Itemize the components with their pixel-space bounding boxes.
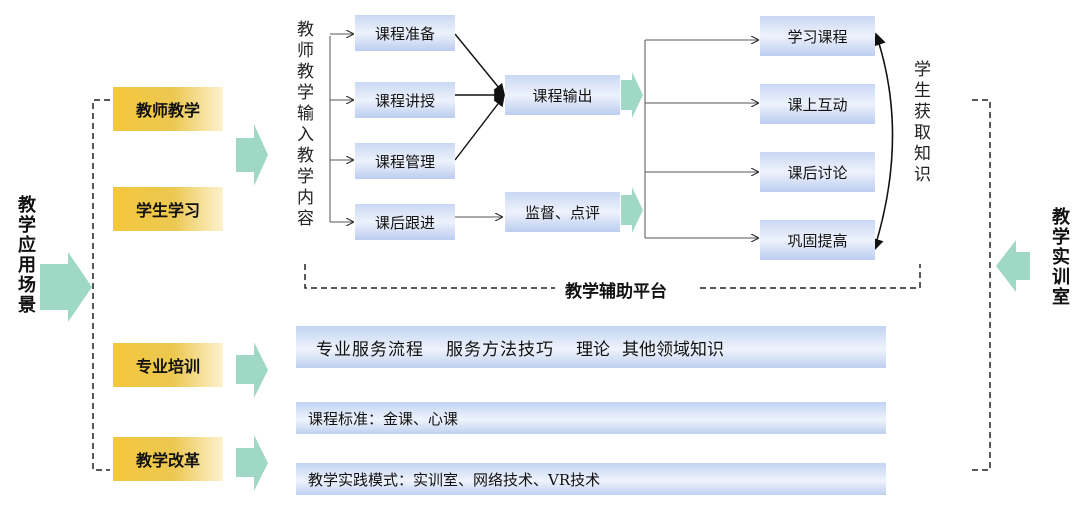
reform-arrow <box>236 435 268 491</box>
left-title: 教学应用场景 <box>15 195 36 315</box>
bar1-item-service-process: 专业服务流程 <box>316 339 424 360</box>
course-step-prepare: 课程准备 <box>355 15 455 51</box>
outcome-study-course: 学习课程 <box>760 16 875 56</box>
right-title: 教学实训室 <box>1049 207 1070 307</box>
bar-teaching-practice: 教学实践模式：实训室、网络技术、VR技术 <box>296 463 886 495</box>
student-label: 学生获取知识 <box>910 60 930 186</box>
scenario-student-learning: 学生学习 <box>113 187 223 231</box>
bar1-item-service-methods: 服务方法技巧 <box>446 339 554 360</box>
supervise-review-box: 监督、点评 <box>505 192 620 232</box>
left-entry-arrow <box>40 252 92 322</box>
course-step-followup: 课后跟进 <box>355 204 455 240</box>
course-step-manage: 课程管理 <box>355 143 455 179</box>
right-entry-arrow <box>996 240 1030 292</box>
review-arrow <box>621 187 643 233</box>
course-step-lecture: 课程讲授 <box>355 82 455 118</box>
bar-course-standard: 课程标准：金课、心课 <box>296 402 886 434</box>
course-output-box: 课程输出 <box>505 75 620 115</box>
training-arrow <box>236 342 268 398</box>
output-arrow <box>621 72 643 118</box>
teacher-student-arrow <box>236 124 268 186</box>
outcome-consolidate: 巩固提高 <box>760 220 875 260</box>
scenario-teaching-reform: 教学改革 <box>113 437 223 481</box>
scenario-teacher-teaching: 教师教学 <box>113 87 223 131</box>
platform-label: 教学辅助平台 <box>565 282 667 302</box>
bar1-item-theory: 理论 <box>576 339 610 360</box>
outcome-after-class-discussion: 课后讨论 <box>760 152 875 192</box>
bar-professional-content: 专业服务流程 服务方法技巧 理论 其他领域知识 <box>296 326 886 368</box>
outcome-class-interaction: 课上互动 <box>760 84 875 124</box>
scenario-professional-training: 专业培训 <box>113 343 223 387</box>
bar1-item-other-knowledge: 其他领域知识 <box>622 339 724 360</box>
teacher-input-label: 教师教学输入教学内容 <box>293 20 313 230</box>
